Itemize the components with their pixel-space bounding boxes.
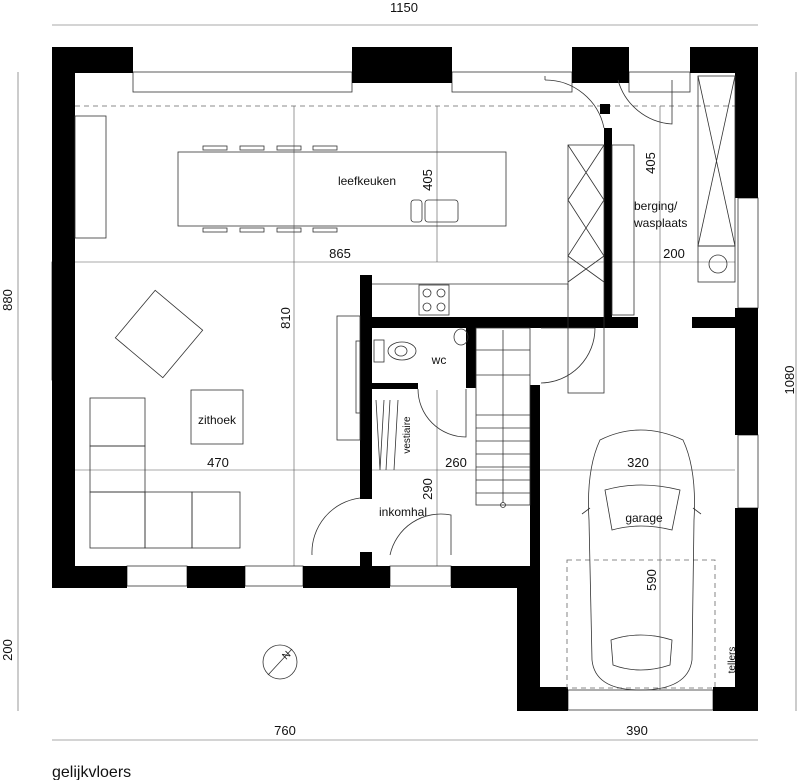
- room-meters: tellers: [727, 647, 738, 674]
- room-wc: wc: [431, 353, 447, 367]
- dim-hall-width: 260: [445, 455, 467, 470]
- dim-total-width: 1150: [390, 0, 418, 15]
- room-vestiaire: vestiaire: [402, 416, 413, 454]
- doors: [311, 76, 673, 556]
- tall-cabinets: [567, 144, 605, 394]
- room-garage: garage: [625, 511, 663, 525]
- dim-garage-depth: 590: [644, 569, 659, 591]
- room-living: zithoek: [198, 413, 237, 427]
- room-hall: inkomhal: [379, 505, 427, 519]
- coffee-table: [190, 389, 244, 445]
- coat-rack: [375, 399, 399, 471]
- dim-hall-depth: 290: [420, 478, 435, 500]
- dimension-labels: 1150 880 200 1080 760 390 865 405 405 20…: [0, 0, 797, 738]
- walls: [52, 47, 758, 711]
- dim-zithoek-width: 470: [207, 455, 229, 470]
- cooktop: [418, 284, 450, 316]
- kitchen-island: [177, 151, 507, 227]
- dim-kitchen-width: 865: [329, 246, 351, 261]
- plan-title: gelijkvloers: [52, 764, 131, 780]
- dim-left-lower: 200: [0, 639, 15, 661]
- dim-kitchen-depth: 405: [420, 169, 435, 191]
- room-berging-line1: berging/: [634, 199, 678, 213]
- dim-berging-depth: 405: [643, 152, 658, 174]
- room-berging-line2: wasplaats: [633, 216, 687, 230]
- dim-berging-width: 200: [663, 246, 685, 261]
- dimension-lines: [17, 24, 797, 741]
- armchair: [114, 289, 204, 379]
- sideboard: [74, 115, 107, 239]
- dim-living-depth: 810: [278, 307, 293, 329]
- dim-bottom-left: 760: [274, 723, 296, 738]
- washer-column: [611, 144, 635, 316]
- car: [581, 429, 702, 691]
- furniture: [74, 75, 736, 691]
- sofa: [89, 397, 241, 549]
- bar-stools: [202, 145, 338, 233]
- dim-bottom-right: 390: [626, 723, 648, 738]
- staircase: [475, 327, 531, 508]
- dim-left-height: 880: [0, 289, 15, 311]
- parking-zone: [566, 559, 716, 689]
- dim-right-height: 1080: [782, 366, 797, 395]
- tv-cabinet: [336, 315, 361, 441]
- room-labels: leefkeuken berging/ wasplaats wc zithoek…: [198, 174, 738, 673]
- north-label: N: [280, 649, 293, 662]
- toilet: [373, 339, 417, 363]
- dim-garage-width: 320: [627, 455, 649, 470]
- sink-large: [424, 199, 459, 223]
- north-arrow: N: [262, 644, 298, 680]
- wc-basin: [453, 328, 469, 346]
- room-kitchen: leefkeuken: [338, 174, 396, 188]
- sink-small: [410, 199, 423, 223]
